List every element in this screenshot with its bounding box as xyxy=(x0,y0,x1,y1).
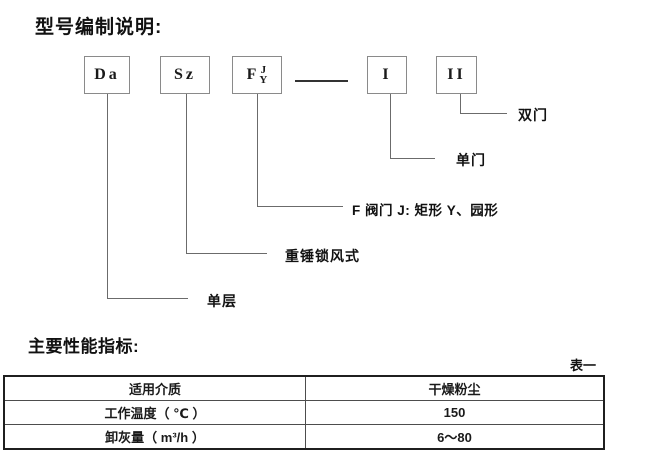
row-name-discharge: 卸灰量（ m³/h ） xyxy=(3,424,306,450)
connector-line-sz-horizontal xyxy=(186,253,267,254)
row-value-medium: 干燥粉尘 xyxy=(305,375,605,401)
model-code-box-roman1: I xyxy=(367,56,407,94)
model-code-f-sub: Y xyxy=(259,74,268,86)
row-value-temperature: 150 xyxy=(305,400,605,425)
row-name-temperature: 工作温度（ ℃ ） xyxy=(3,400,306,425)
model-code-f: F xyxy=(246,66,257,83)
section-title-performance: 主要性能指标: xyxy=(28,337,140,356)
row-name-medium: 适用介质 xyxy=(3,375,306,401)
connector-line-da-horizontal xyxy=(107,298,188,299)
model-code-f-sup: J xyxy=(260,64,267,76)
callout-valve-shapes: F 阀门 J: 矩形 Y、园形 xyxy=(352,203,499,218)
callout-single-door: 单门 xyxy=(456,152,486,168)
connector-dash xyxy=(295,80,348,82)
performance-table: 适用介质 干燥粉尘 工作温度（ ℃ ） 150 卸灰量（ m³/h ） 6～80 xyxy=(3,375,605,450)
connector-line-roman2-vertical xyxy=(460,94,461,113)
table-row-discharge: 卸灰量（ m³/h ） 6～80 xyxy=(3,424,605,450)
row-value-discharge: 6～80 xyxy=(305,424,605,450)
callout-hammer-airlock: 重锤锁风式 xyxy=(285,248,360,264)
connector-line-roman2-horizontal xyxy=(460,113,507,114)
connector-line-f-horizontal xyxy=(257,206,343,207)
model-code-roman1: I xyxy=(382,66,392,83)
model-code-f-variants: J Y xyxy=(259,64,268,86)
connector-line-da-vertical xyxy=(107,94,108,298)
model-code-roman2: II xyxy=(447,66,466,83)
callout-double-door: 双门 xyxy=(518,107,548,123)
table-caption: 表一 xyxy=(570,358,597,373)
page-title: 型号编制说明: xyxy=(35,17,163,38)
model-code-box-roman2: II xyxy=(436,56,477,94)
model-code-da: Da xyxy=(94,66,120,83)
model-code-box-da: Da xyxy=(84,56,130,94)
connector-line-roman1-horizontal xyxy=(390,158,435,159)
table-row-medium: 适用介质 干燥粉尘 xyxy=(3,375,605,401)
table-row-temperature: 工作温度（ ℃ ） 150 xyxy=(3,400,605,425)
model-code-sz: Sz xyxy=(174,66,196,83)
callout-single-layer: 单层 xyxy=(207,293,237,309)
connector-line-sz-vertical xyxy=(186,94,187,253)
model-code-box-sz: Sz xyxy=(160,56,210,94)
connector-line-roman1-vertical xyxy=(390,94,391,158)
connector-line-f-vertical xyxy=(257,94,258,206)
model-code-box-f: F J Y xyxy=(232,56,282,94)
